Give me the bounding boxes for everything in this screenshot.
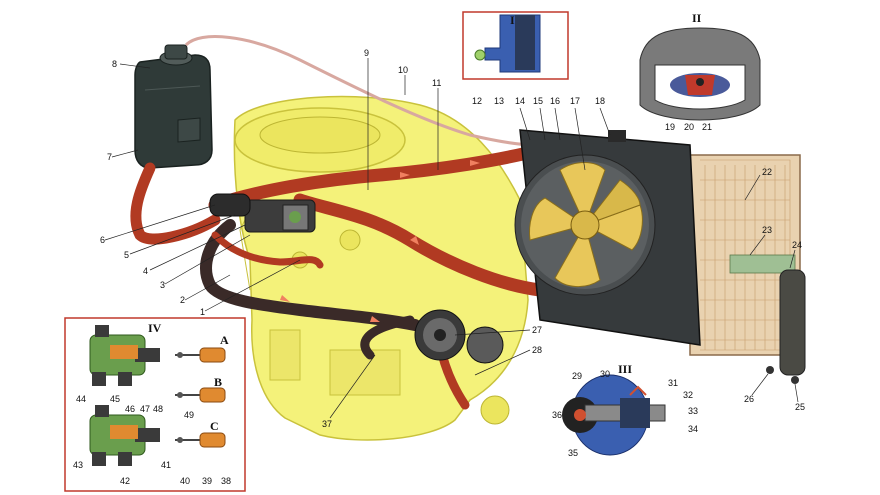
inset-4-variant-c: C (210, 419, 219, 433)
callout-30: 30 (600, 369, 610, 379)
callout-1: 1 (200, 307, 205, 317)
fan-assembly (514, 129, 701, 346)
callout-38: 38 (221, 476, 231, 486)
inset-1-title: I (510, 13, 515, 27)
callout-23: 23 (762, 225, 772, 235)
callout-18: 18 (595, 96, 605, 106)
callout-6: 6 (100, 235, 105, 245)
callout-29: 29 (572, 371, 582, 381)
callout-26: 26 (744, 394, 754, 404)
inset-2 (639, 27, 761, 121)
callout-43: 43 (73, 460, 83, 470)
callout-25: 25 (795, 402, 805, 412)
callout-22: 22 (762, 167, 772, 177)
vapor-hose (184, 35, 536, 147)
inset-4-title: IV (148, 321, 162, 335)
callout-labels: 1 2 3 4 5 6 7 8 9 10 11 12 13 14 15 16 1… (73, 48, 805, 486)
callout-4: 4 (143, 266, 148, 276)
thermostat-housing (209, 193, 316, 233)
callout-14: 14 (515, 96, 525, 106)
callout-28: 28 (532, 345, 542, 355)
callout-11: 11 (432, 78, 441, 88)
callout-44: 44 (76, 394, 86, 404)
callout-16: 16 (550, 96, 560, 106)
callout-10: 10 (398, 65, 408, 75)
engine-block (233, 95, 529, 441)
callout-42: 42 (120, 476, 130, 486)
callout-35: 35 (568, 448, 578, 458)
callout-37: 37 (322, 419, 332, 429)
callout-47: 47 (140, 404, 150, 414)
callout-34: 34 (688, 424, 698, 434)
callout-7: 7 (107, 152, 112, 162)
callout-31: 31 (668, 378, 678, 388)
inset-1 (462, 11, 569, 80)
inset-3-title: III (618, 362, 632, 376)
callout-49: 49 (184, 410, 194, 420)
callout-19: 19 (665, 122, 675, 132)
callout-36: 36 (552, 410, 562, 420)
callout-3: 3 (160, 280, 165, 290)
callout-40: 40 (180, 476, 190, 486)
inset-3 (562, 374, 666, 456)
callout-8: 8 (112, 59, 117, 69)
inset-4-variant-a: A (220, 333, 229, 347)
callout-2: 2 (180, 295, 185, 305)
expansion-tank (134, 44, 213, 169)
water-pump (414, 309, 504, 364)
inset-4 (64, 317, 246, 492)
callout-27: 27 (532, 325, 542, 335)
callout-12: 12 (472, 96, 482, 106)
callout-39: 39 (202, 476, 212, 486)
inset-2-title: II (692, 11, 702, 25)
callout-48: 48 (153, 404, 163, 414)
callout-32: 32 (683, 390, 693, 400)
hoses (130, 143, 547, 410)
callout-46: 46 (125, 404, 135, 414)
callout-33: 33 (688, 406, 698, 416)
callout-24: 24 (792, 240, 802, 250)
inset-4-variant-b: B (214, 375, 222, 389)
callout-13: 13 (494, 96, 504, 106)
callout-21: 21 (702, 122, 712, 132)
callout-17: 17 (570, 96, 580, 106)
callout-41: 41 (161, 460, 171, 470)
leader-lines (104, 58, 799, 419)
callout-15: 15 (533, 96, 543, 106)
callout-9: 9 (364, 48, 369, 58)
callout-20: 20 (684, 122, 694, 132)
callout-45: 45 (110, 394, 120, 404)
radiator (689, 154, 806, 384)
callout-5: 5 (124, 250, 129, 260)
